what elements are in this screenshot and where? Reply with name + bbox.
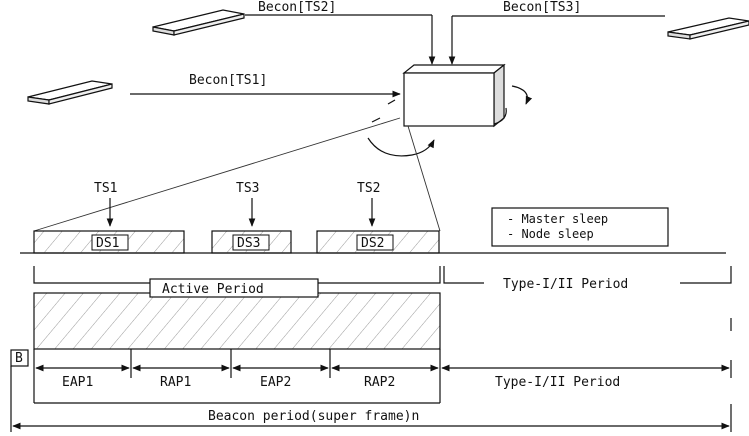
data-slot-ds1 [33, 230, 185, 254]
node-device-ts2 [152, 9, 245, 36]
type-period-upper-mask [484, 277, 680, 290]
beacon-marker-box [10, 349, 29, 367]
eap1-mask [58, 374, 108, 388]
eap2-mask [256, 374, 306, 388]
legend-master-sleep: - Master sleep [507, 212, 608, 226]
data-slot-ds2-label: DS2 [361, 236, 384, 251]
access-period-timeline [33, 349, 732, 404]
access-period-eap1: EAP1 [62, 375, 93, 390]
rotation-arcs [367, 85, 533, 157]
access-period-rap1: RAP1 [160, 375, 191, 390]
sleep-legend-box [491, 207, 669, 247]
superframe-span [10, 366, 732, 432]
data-slot-ds3 [211, 230, 292, 254]
access-period-eap2: EAP2 [260, 375, 291, 390]
type-period-upper-label: Type-I/II Period [503, 277, 628, 292]
beacon-ts3-label: Becon[TS3] [503, 0, 581, 15]
beacon-ts1-label: Becon[TS1] [189, 73, 267, 88]
node-device-ts3 [667, 17, 749, 40]
beacon-arrows [130, 14, 665, 98]
type-period-lower-label: Type-I/II Period [495, 375, 620, 390]
rap2-mask [360, 374, 410, 388]
master-coordinator-box [402, 63, 506, 128]
superframe-label: Beacon period(super frame)n [208, 409, 419, 424]
timeslot-ts3-label: TS3 [236, 181, 259, 196]
timeslot-arrows [106, 198, 376, 227]
data-slot-ds3-label: DS3 [237, 236, 260, 251]
data-slot-ds2 [316, 230, 440, 254]
access-period-rap2: RAP2 [364, 375, 395, 390]
timeslot-ts1-label: TS1 [94, 181, 117, 196]
zoom-lines [33, 117, 441, 232]
beacon-marker-label: B [15, 351, 23, 366]
legend-node-sleep: - Node sleep [507, 227, 594, 241]
active-period-area [33, 292, 441, 350]
node-device-ts1 [27, 80, 113, 105]
rap1-mask [156, 374, 206, 388]
active-period-label-box [149, 278, 319, 298]
superframe-label-mask [202, 408, 470, 422]
active-period-label: Active Period [162, 282, 264, 297]
beacon-ts2-label: Becon[TS2] [258, 0, 336, 15]
data-slot-ds1-label: DS1 [96, 236, 119, 251]
timeslot-ts2-label: TS2 [357, 181, 380, 196]
